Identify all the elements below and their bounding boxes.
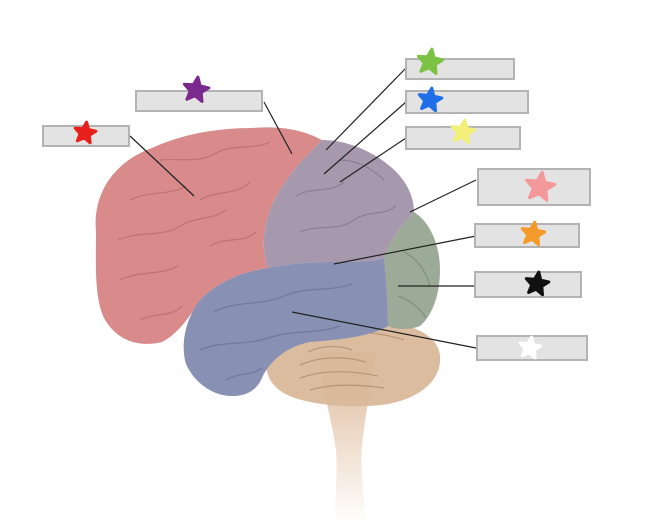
label-box-white[interactable] [476,335,588,361]
label-box-purple[interactable] [135,90,263,112]
temporal-lobe-region [183,258,388,396]
leader-line-yellow [339,137,407,183]
label-box-red[interactable] [42,125,130,147]
leader-line-white [291,311,477,349]
leader-line-green [325,67,407,151]
occipital-gyri [397,251,431,319]
temporal-gyri [199,283,353,381]
leader-line-blue [323,101,407,175]
label-box-black[interactable] [474,271,582,298]
leader-lines [129,67,477,349]
parietal-lobe-region [263,140,414,268]
leader-line-red [129,135,195,197]
label-box-pink[interactable] [477,168,591,206]
cerebellum-folds [299,331,405,391]
label-box-green[interactable] [405,58,515,80]
frontal-lobe-region [95,127,322,344]
label-box-yellow[interactable] [405,126,521,150]
label-box-orange[interactable] [474,223,580,248]
frontal-gyri [117,141,271,321]
occipital-lobe-region [384,212,440,329]
leader-line-orange [333,235,477,265]
leader-line-pink [409,179,477,213]
label-box-blue[interactable] [405,90,529,114]
leader-line-purple [263,101,293,155]
parietal-gyri [295,159,397,233]
